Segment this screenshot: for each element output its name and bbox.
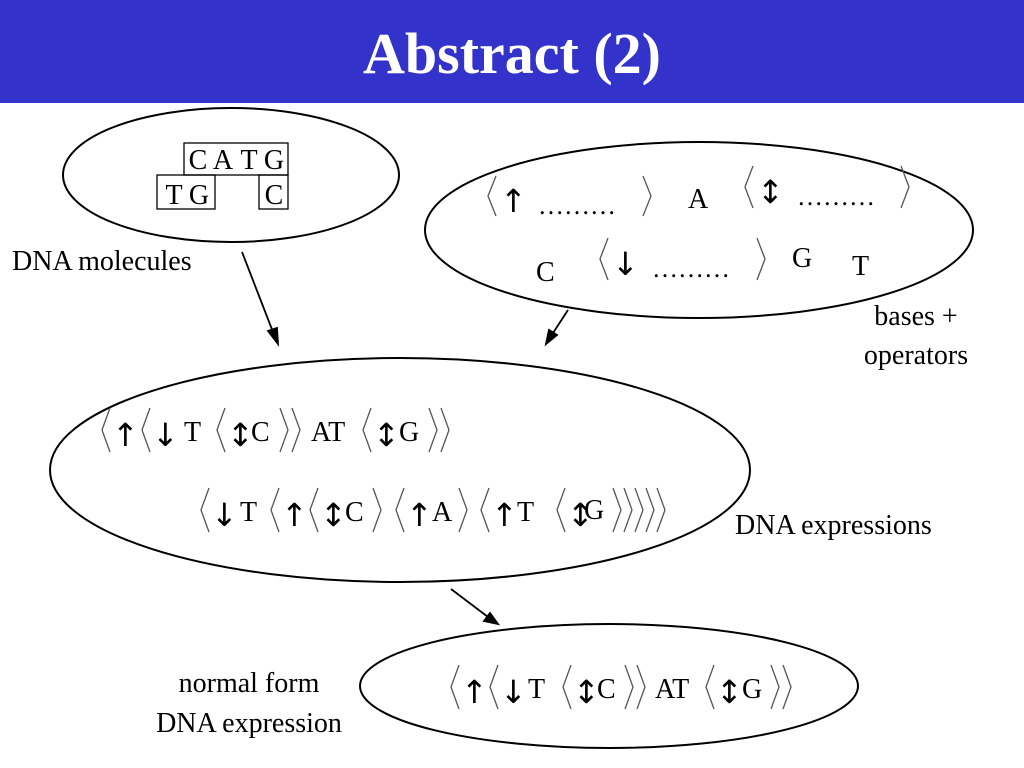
flow-arrows <box>241 251 569 626</box>
expression-token: T <box>517 497 534 528</box>
upper-base: C <box>189 145 208 176</box>
dots: ……… <box>797 182 875 211</box>
lower-base: T <box>165 180 182 211</box>
up-arrow-icon: ↑ <box>461 673 488 711</box>
normal-form-expression: ↑ ↓ T ↕ C AT ↕ G <box>450 664 792 711</box>
updown-arrow-icon: ↕ <box>757 173 784 211</box>
label-bases-operators: operators <box>864 340 968 371</box>
label-dna-molecules: DNA molecules <box>12 246 192 277</box>
updown-arrow-icon: ↕ <box>716 673 743 711</box>
angle-bracket <box>744 165 754 209</box>
dna-molecule-oval <box>62 107 400 243</box>
expression-token: T <box>240 497 257 528</box>
operators-content: ↑ ……… A ↕ ……… C ↓ ……… G T <box>487 165 910 288</box>
updown-arrow-icon: ↕ <box>573 673 600 711</box>
expression-token: G <box>584 495 604 526</box>
lower-base: G <box>189 180 209 211</box>
slide-title: Abstract (2) <box>363 21 661 86</box>
down-arrow-icon: ↓ <box>612 245 639 283</box>
base-a: A <box>688 184 709 215</box>
upper-base: T <box>240 145 257 176</box>
up-arrow-icon: ↑ <box>281 496 308 534</box>
upper-base: G <box>264 145 284 176</box>
title-bar <box>0 0 1024 103</box>
expression-token: G <box>742 674 762 705</box>
up-arrow-icon: ↑ <box>491 496 518 534</box>
down-arrow-icon: ↓ <box>500 673 527 711</box>
expression-token: G <box>399 417 419 448</box>
angle-bracket <box>900 165 910 209</box>
base-g: G <box>792 243 812 274</box>
lower-base: C <box>265 180 284 211</box>
updown-arrow-icon: ↕ <box>373 416 400 454</box>
expression-token: T <box>184 417 201 448</box>
label-bases-operators: bases + <box>874 301 957 332</box>
expression-token: C <box>597 674 616 705</box>
angle-bracket <box>642 175 652 217</box>
base-t: T <box>852 251 869 282</box>
expression-token: T <box>528 674 545 705</box>
updown-arrow-icon: ↕ <box>227 416 254 454</box>
label-dna-expressions: DNA expressions <box>735 510 932 541</box>
angle-bracket <box>487 175 497 217</box>
dna-expression-1: ↑ ↓ T ↕ C AT ↕ G <box>101 407 450 454</box>
expression-token: C <box>345 497 364 528</box>
operators-oval <box>424 141 974 319</box>
expression-token: C <box>251 417 270 448</box>
up-arrow-icon: ↑ <box>112 416 139 454</box>
label-normal-form: DNA expression <box>156 708 342 739</box>
dna-molecule <box>156 142 289 210</box>
label-normal-form: normal form <box>179 668 320 699</box>
angle-bracket <box>599 237 609 281</box>
expression-token: AT <box>311 417 345 448</box>
angle-bracket <box>756 237 766 281</box>
down-arrow-icon: ↓ <box>211 496 238 534</box>
updown-arrow-icon: ↕ <box>320 496 347 534</box>
up-arrow-icon: ↑ <box>406 496 433 534</box>
dots: ……… <box>652 254 730 283</box>
dna-expressions-oval <box>49 357 751 583</box>
upper-base: A <box>213 145 234 176</box>
normal-form-oval <box>359 623 859 749</box>
expression-token: AT <box>655 674 689 705</box>
base-c: C <box>536 257 555 288</box>
down-arrow-icon: ↓ <box>152 416 179 454</box>
up-arrow-icon: ↑ <box>500 182 527 220</box>
dots: ……… <box>538 191 616 220</box>
updown-arrow-icon: ↕ <box>567 496 594 534</box>
dna-expression-2: ↓ T ↑ ↕ C ↑ A ↑ T ↕ G <box>200 487 666 534</box>
expression-token: A <box>432 497 453 528</box>
